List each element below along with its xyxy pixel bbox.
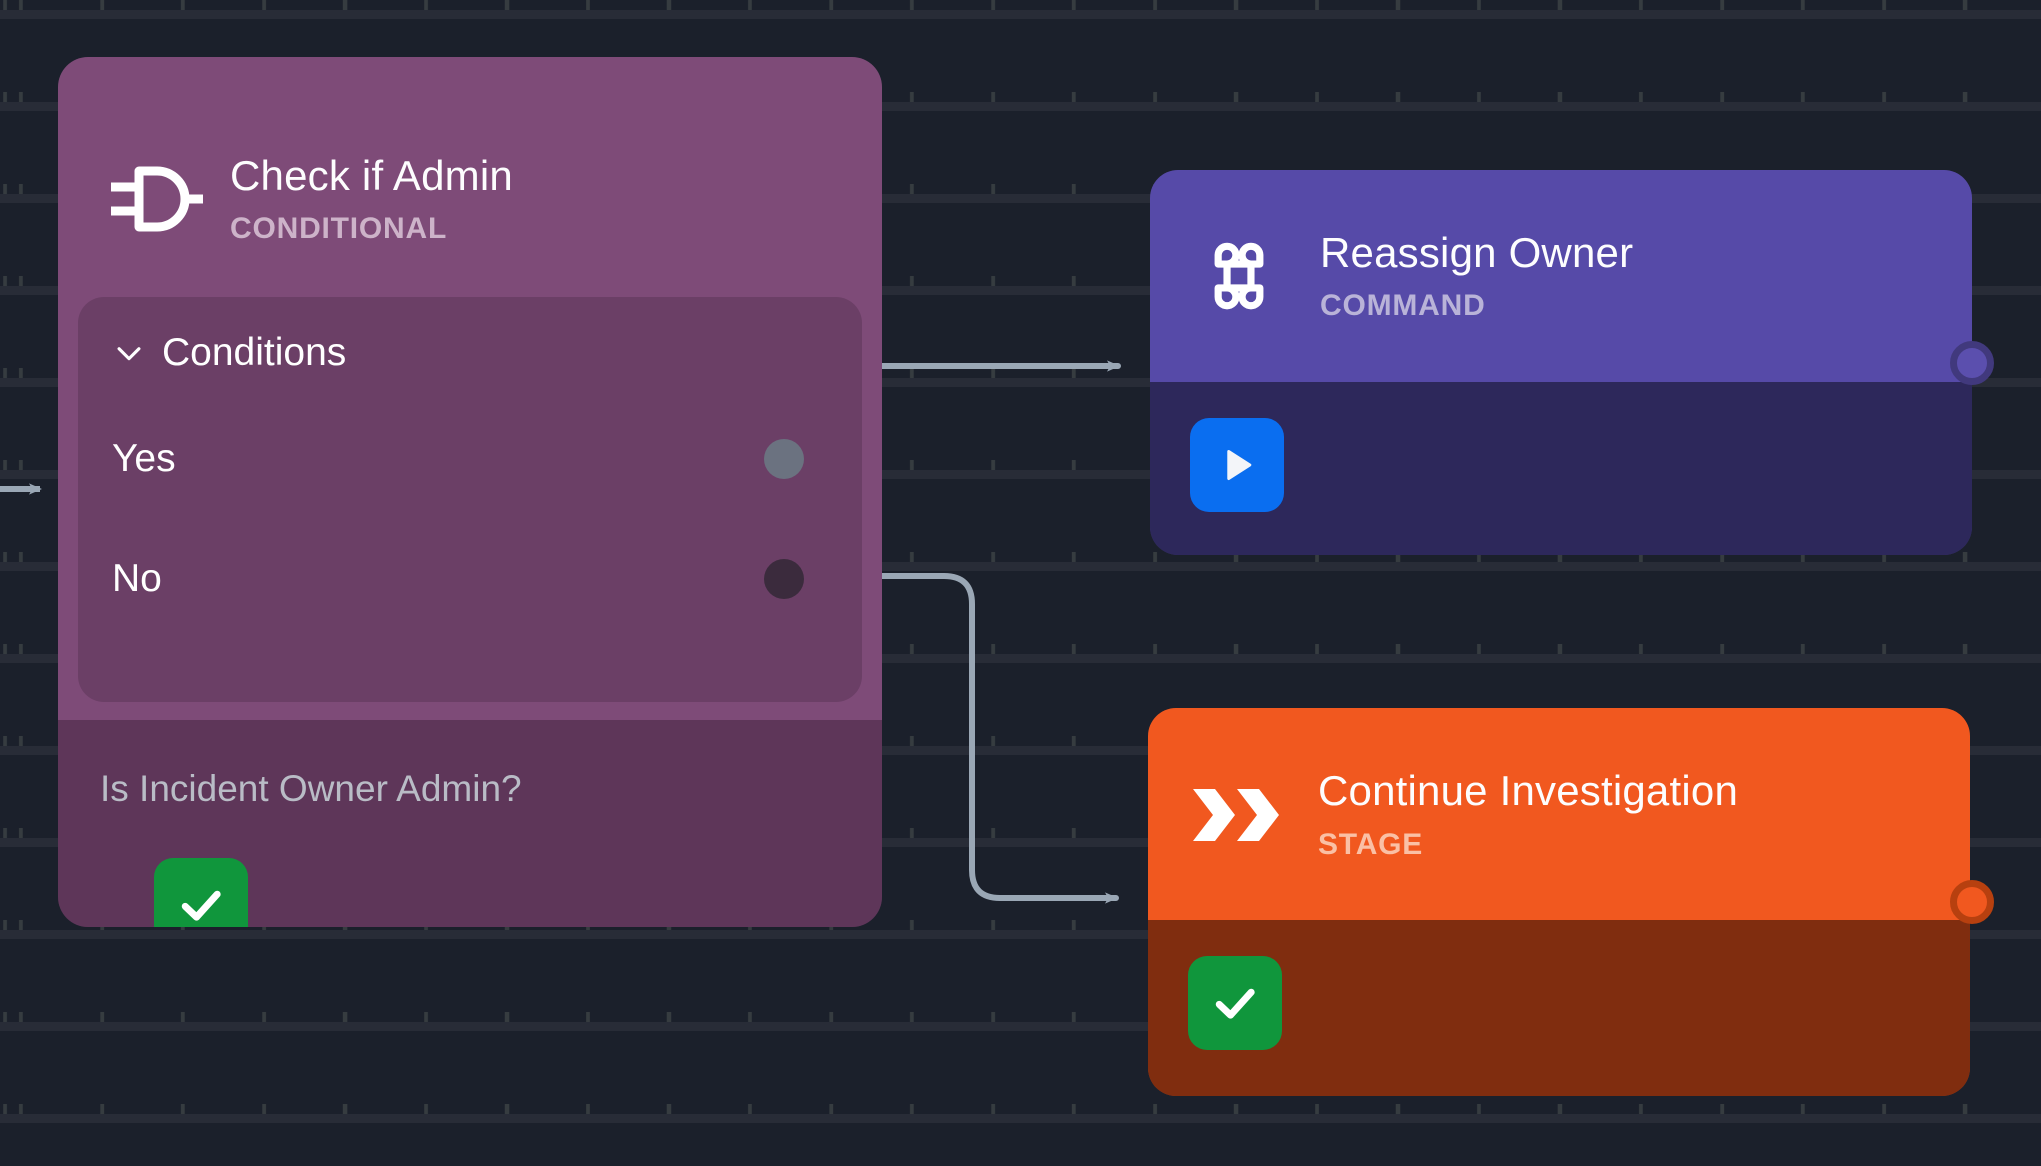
command-key-icon [1174,235,1304,317]
output-port-yes[interactable] [764,439,804,479]
chevron-down-icon[interactable] [112,336,146,370]
conditional-footer: Is Incident Owner Admin? [58,720,882,927]
stage-header: Continue Investigation STAGE [1148,708,1970,921]
conditions-label: Conditions [162,331,347,374]
node-reassign-owner[interactable]: Reassign Owner COMMAND [1150,170,1972,555]
branch-label-no: No [112,557,162,600]
run-button[interactable] [1190,418,1284,512]
check-icon [181,890,221,921]
output-port-command[interactable] [1950,341,1994,385]
status-badge-success[interactable] [1188,956,1282,1050]
node-title: Check if Admin [230,151,513,199]
double-chevron-right-icon [1172,785,1302,845]
output-port-no[interactable] [764,559,804,599]
node-title: Continue Investigation [1318,767,1739,815]
node-subtitle: CONDITIONAL [230,212,448,246]
node-subtitle: STAGE [1318,827,1424,861]
conditional-description: Is Incident Owner Admin? [100,768,522,809]
logic-gate-icon [96,163,214,235]
command-header: Reassign Owner COMMAND [1150,170,1972,382]
branch-row-no[interactable]: No [112,547,838,611]
branch-row-yes[interactable]: Yes [112,427,838,491]
play-icon [1227,449,1252,481]
branch-label-yes: Yes [112,437,176,480]
conditional-header: Check if Admin CONDITIONAL [58,57,882,289]
command-body [1150,382,1972,555]
status-badge-success[interactable] [154,858,248,927]
check-icon [1215,988,1255,1019]
node-check-if-admin[interactable]: Check if Admin CONDITIONAL Conditions Ye… [58,57,882,927]
node-continue-investigation[interactable]: Continue Investigation STAGE [1148,708,1970,1096]
node-subtitle: COMMAND [1320,289,1486,323]
stage-body [1148,920,1970,1096]
node-title: Reassign Owner [1320,228,1634,276]
conditions-panel[interactable]: Conditions Yes No [78,297,862,702]
conditions-toggle[interactable]: Conditions [78,297,862,375]
output-port-stage[interactable] [1950,880,1994,924]
